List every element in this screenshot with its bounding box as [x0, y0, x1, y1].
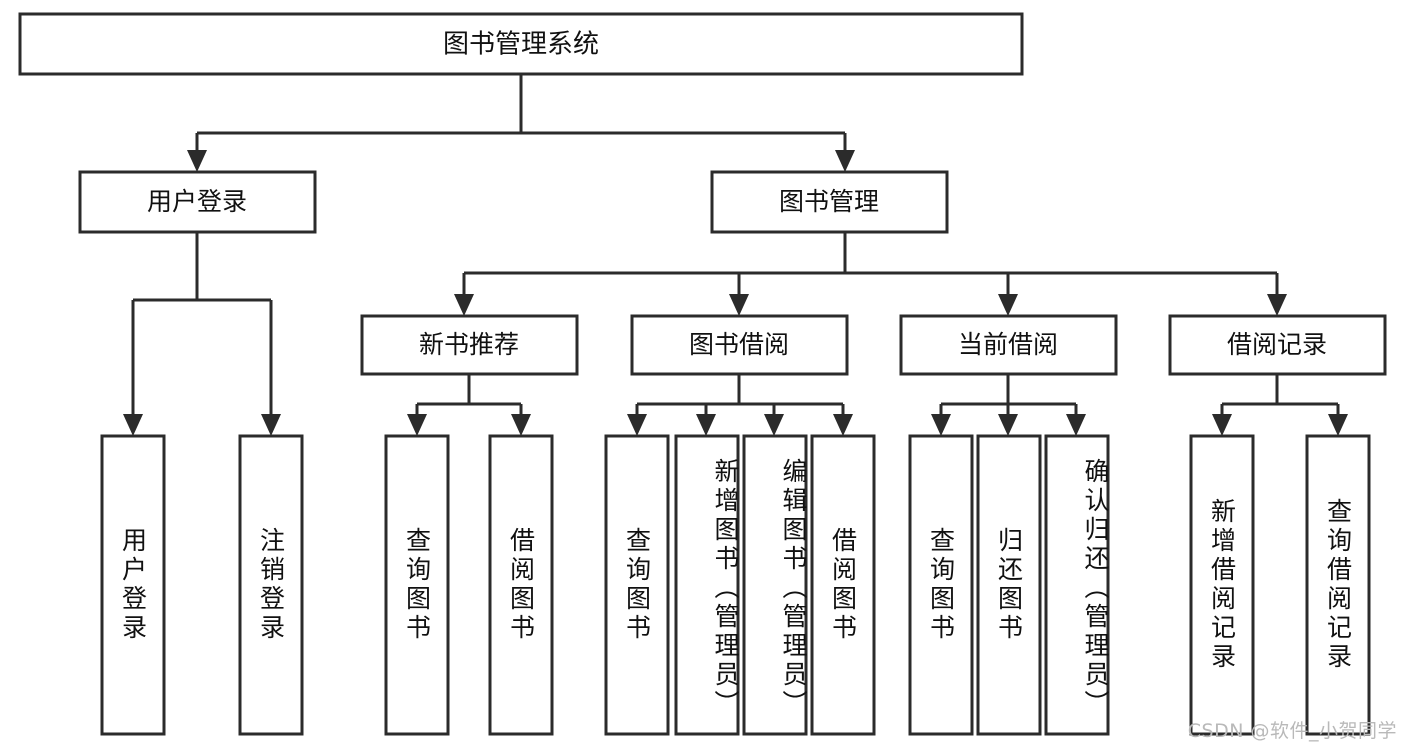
- node-leaf-record-query-box[interactable]: [1305, 434, 1371, 736]
- node-book-management-label: 图书管理: [779, 187, 879, 216]
- arrow-head-leaf-record-add: [1212, 414, 1232, 436]
- arrow-head-leaf-borrow-add: [696, 414, 716, 436]
- arrow-head-leaf-borrow-lend: [833, 414, 853, 436]
- node-borrow-record-box[interactable]: [1168, 314, 1387, 376]
- connector-group: [123, 74, 1348, 436]
- arrow-head-current-borrow: [998, 294, 1018, 316]
- arrow-head-user-login: [187, 150, 207, 172]
- arrow-head-new-book-recommend: [454, 294, 474, 316]
- node-current-borrow-label: 当前借阅: [958, 330, 1058, 359]
- node-user-login-label: 用户登录: [147, 187, 247, 216]
- node-book-borrow[interactable]: 图书借阅: [630, 314, 849, 376]
- node-leaf-current-confirm-box[interactable]: [1044, 434, 1110, 736]
- node-current-borrow-box[interactable]: [899, 314, 1118, 376]
- node-leaf-current-query-box[interactable]: [908, 434, 974, 736]
- node-leaf-recommend-borrow-box[interactable]: [488, 434, 554, 736]
- node-leaf-borrow-edit-box[interactable]: [742, 434, 808, 736]
- arrow-head-leaf-borrow-query: [627, 414, 647, 436]
- node-book-management[interactable]: 图书管理: [710, 170, 949, 234]
- node-borrow-record-label: 借阅记录: [1227, 330, 1327, 359]
- arrow-head-leaf-recommend-query: [407, 414, 427, 436]
- node-leaf-borrow-add-box[interactable]: [674, 434, 740, 736]
- arrow-head-leaf-record-query: [1328, 414, 1348, 436]
- arrow-head-leaf-current-query: [931, 414, 951, 436]
- node-root-label: 图书管理系统: [443, 30, 599, 60]
- node-root[interactable]: 图书管理系统: [18, 12, 1024, 76]
- arrow-head-leaf-logout: [261, 414, 281, 436]
- arrow-head-leaf-borrow-edit: [764, 414, 784, 436]
- node-book-management-box[interactable]: [710, 170, 949, 234]
- arrow-head-leaf-current-confirm: [1066, 414, 1086, 436]
- node-leaf-borrow-lend-box[interactable]: [810, 434, 876, 736]
- node-book-borrow-label: 图书借阅: [689, 330, 789, 359]
- node-borrow-record[interactable]: 借阅记录: [1168, 314, 1387, 376]
- node-user-login-box[interactable]: [78, 170, 317, 234]
- node-root-box[interactable]: [18, 12, 1024, 76]
- node-new-book-recommend-label: 新书推荐: [419, 330, 519, 359]
- arrow-head-leaf-user-login: [123, 414, 143, 436]
- node-leaf-recommend-query-box[interactable]: [384, 434, 450, 736]
- node-current-borrow[interactable]: 当前借阅: [899, 314, 1118, 376]
- watermark: CSDN @软件_小贺同学: [1187, 720, 1397, 742]
- arrow-head-book-borrow: [729, 294, 749, 316]
- arrow-head-leaf-current-return: [998, 414, 1018, 436]
- arrow-head-book-mgmt: [835, 150, 855, 172]
- node-leaf-borrow-query-box[interactable]: [604, 434, 670, 736]
- node-book-borrow-box[interactable]: [630, 314, 849, 376]
- node-new-book-recommend-box[interactable]: [360, 314, 579, 376]
- node-leaf-current-return-box[interactable]: [976, 434, 1042, 736]
- node-user-login[interactable]: 用户登录: [78, 170, 317, 234]
- arrow-head-borrow-record: [1267, 294, 1287, 316]
- node-new-book-recommend[interactable]: 新书推荐: [360, 314, 579, 376]
- node-leaf-logout-box[interactable]: [238, 434, 304, 736]
- arrow-head-leaf-recommend-borrow: [511, 414, 531, 436]
- node-leaf-record-add-box[interactable]: [1189, 434, 1255, 736]
- node-leaf-user-login-box[interactable]: [100, 434, 166, 736]
